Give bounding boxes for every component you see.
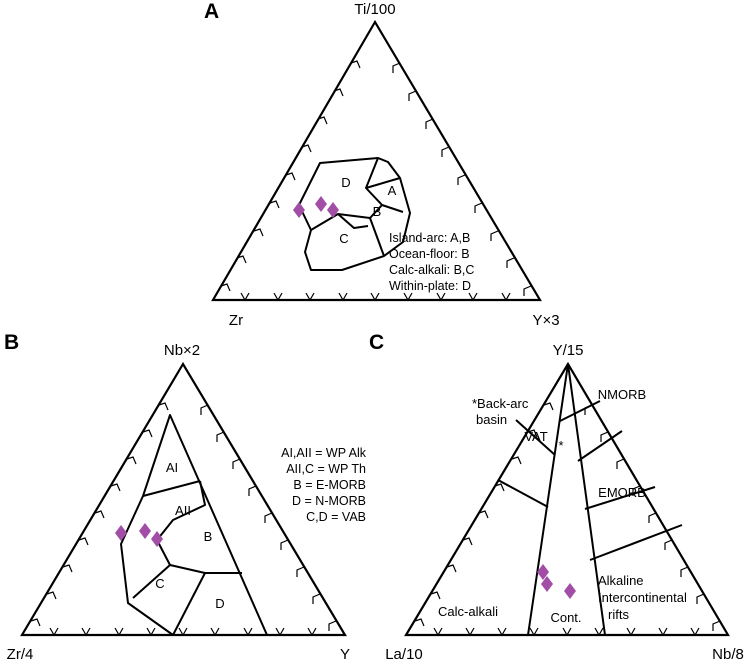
panel-b-legend-line: B = E-MORB: [293, 478, 366, 492]
panel-a-apex-right-label: Y×3: [532, 312, 559, 329]
panel-c-apex-right-label: Nb/8: [712, 646, 744, 663]
panel-b-apex-top-label: Nb×2: [164, 342, 200, 359]
panel-c-field-cont-label: Cont.: [550, 610, 581, 625]
panel-c-letter: C: [369, 331, 384, 354]
sample-marker: [564, 583, 576, 599]
panel-a-apex-top-label: Ti/100: [354, 1, 395, 18]
sample-marker: [315, 196, 327, 212]
panel-c-apex-left-label: La/10: [385, 646, 423, 663]
panel-b-field-aii-label: AII: [175, 503, 191, 518]
panel-c-field-alkaline-label: rifts: [608, 607, 629, 622]
panel-a-ticks: [220, 60, 532, 302]
panel-a-field-a-label: A: [388, 183, 397, 198]
sample-marker: [115, 525, 127, 541]
panel-b-legend: AI,AII = WP Alk AII,C = WP Th B = E-MORB…: [281, 446, 367, 524]
panel-a-samples: [293, 196, 339, 218]
panel-b-field-ai-label: AI: [166, 460, 178, 475]
panel-a-legend-line: Within-plate: D: [389, 279, 471, 293]
panel-c-back-arc-label: basin: [476, 412, 507, 427]
panel-a-field-b-label: B: [373, 204, 382, 219]
panel-a-legend-line: Island-arc: A,B: [389, 231, 470, 245]
sample-marker: [541, 576, 553, 592]
panel-a-letter: A: [204, 0, 219, 23]
panel-a-ternary-frame: [211, 19, 542, 302]
panel-c-field-vat-label: VAT: [524, 429, 547, 444]
panel-a-apex-left-label: Zr: [229, 312, 243, 329]
panel-a-legend-line: Calc-alkali: B,C: [389, 263, 474, 277]
panel-c-back-arc-star: *: [558, 438, 563, 453]
panel-c-field-calc-alkali-label: Calc-alkali: [438, 604, 498, 619]
panel-b-legend-line: C,D = VAB: [306, 510, 366, 524]
panel-c: C Y/15 La/10 Nb/8: [369, 331, 744, 663]
panel-b-ticks: [30, 402, 337, 637]
panel-b-legend-line: D = N-MORB: [292, 494, 366, 508]
panel-b-field-c-label: C: [155, 576, 164, 591]
panel-c-samples: [537, 564, 576, 599]
panel-a-field-d-label: D: [341, 175, 350, 190]
panel-a-legend: Island-arc: A,B Ocean-floor: B Calc-alka…: [389, 231, 474, 293]
panel-a-legend-line: Ocean-floor: B: [389, 247, 470, 261]
panel-b-legend-line: AI,AII = WP Alk: [281, 446, 367, 460]
panel-a-field-c-label: C: [339, 231, 348, 246]
panel-c-field-emorb-label: EMORB: [598, 485, 646, 500]
panel-b-discrimination-fields: [120, 414, 268, 636]
sample-marker: [537, 564, 549, 580]
panel-c-discrimination-fields: [497, 363, 683, 636]
panel-b: B Nb×2 Zr/4 Y AI AII B: [4, 331, 367, 663]
panel-c-field-alkaline-label: Alkaline: [598, 573, 644, 588]
panel-c-ticks: [414, 402, 721, 637]
panel-b-apex-left-label: Zr/4: [7, 646, 34, 663]
panel-c-apex-top-label: Y/15: [553, 342, 584, 359]
panel-c-field-nmorb-label: NMORB: [598, 387, 646, 402]
panel-c-back-arc-label: *Back-arc: [472, 396, 529, 411]
panel-c-field-alkaline-label: Intercontinental: [598, 590, 687, 605]
panel-b-field-b-label: B: [204, 529, 213, 544]
sample-marker: [151, 531, 163, 547]
panel-b-legend-line: AII,C = WP Th: [286, 462, 366, 476]
panel-b-field-d-label: D: [215, 596, 224, 611]
sample-marker: [327, 202, 339, 218]
sample-marker: [293, 202, 305, 218]
panel-b-samples: [115, 523, 163, 547]
panel-b-letter: B: [4, 331, 19, 354]
panel-b-apex-right-label: Y: [340, 646, 350, 663]
panel-a: A Ti/100 Zr Y×3 D A B: [204, 0, 560, 329]
sample-marker: [139, 523, 151, 539]
